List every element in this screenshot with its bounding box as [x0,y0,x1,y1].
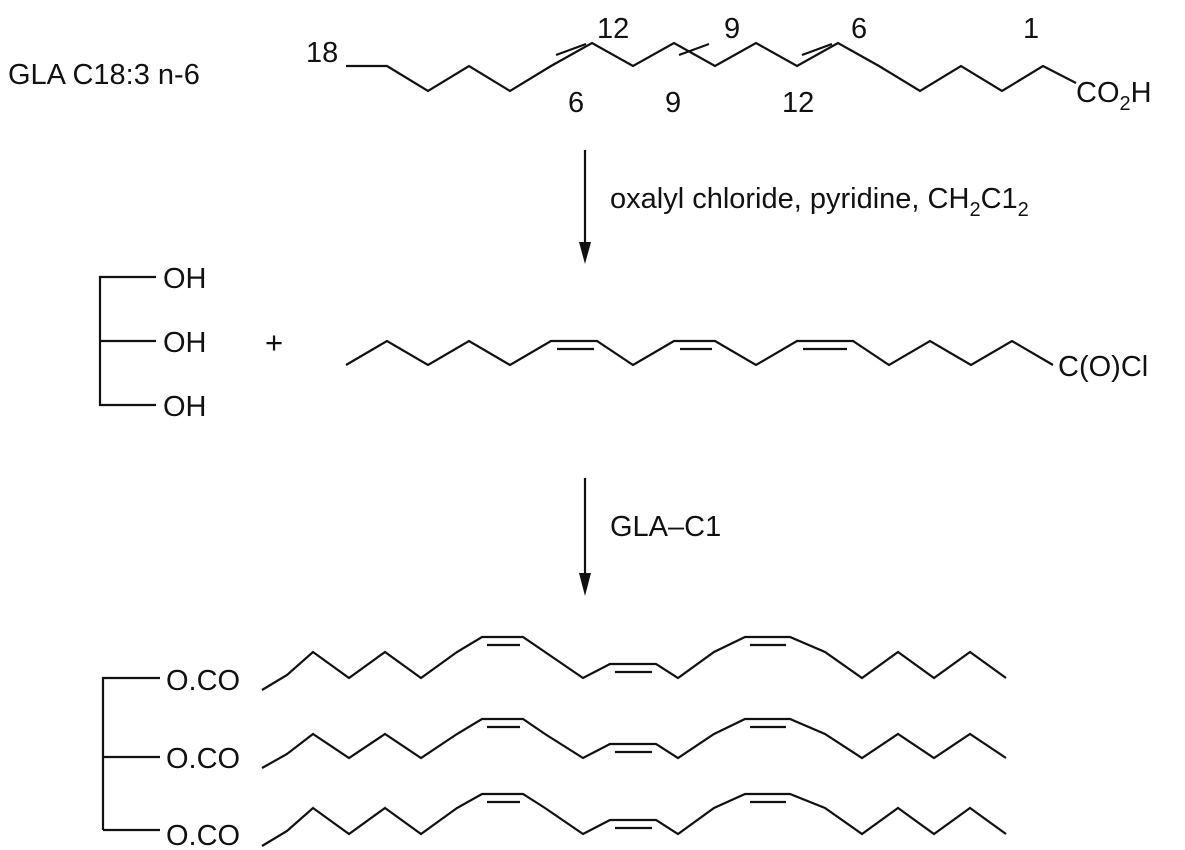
reactant-name: GLA C18:3 n-6 [8,59,200,91]
carbon-label-12-lower: 12 [782,87,814,119]
acid-group: CO2H [1076,77,1152,115]
carbon-label-6: 6 [851,13,867,45]
triglyceride-chain-3 [261,792,1007,847]
ester-group-1: O.CO [166,665,240,697]
carbon-label-12: 12 [597,13,629,45]
triglyceride-backbone [101,676,160,830]
double-bond-top-2 [678,42,710,57]
glycerol-oh-3: OH [163,391,207,423]
double-bond-top-3 [801,42,833,57]
triglyceride-chain-2 [261,717,1007,769]
plus-sign: + [265,325,283,360]
reagent-2: GLA–C1 [610,511,721,543]
carbon-label-9: 9 [724,13,740,45]
carbon-label-1: 1 [1023,13,1039,45]
acid-chloride-chain [345,339,1054,367]
glycerol-oh-2: OH [163,327,207,359]
triglyceride-chain-1 [261,635,1007,691]
ester-group-2: O.CO [166,743,240,775]
glycerol-oh-1: OH [163,263,207,295]
gla-chain-top [346,41,1077,93]
ester-group-3: O.CO [166,820,240,850]
acid-chloride-group: C(O)Cl [1058,351,1148,383]
carbon-label-6-lower: 6 [568,87,584,119]
carbon-label-18: 18 [306,37,338,69]
arrowhead-1 [579,242,591,264]
reagents-1: oxalyl chloride, pyridine, CH2C12 [610,183,1029,221]
arrowhead-2 [579,573,591,596]
carbon-label-9-lower: 9 [665,87,681,119]
double-bond-top-1 [555,42,587,57]
